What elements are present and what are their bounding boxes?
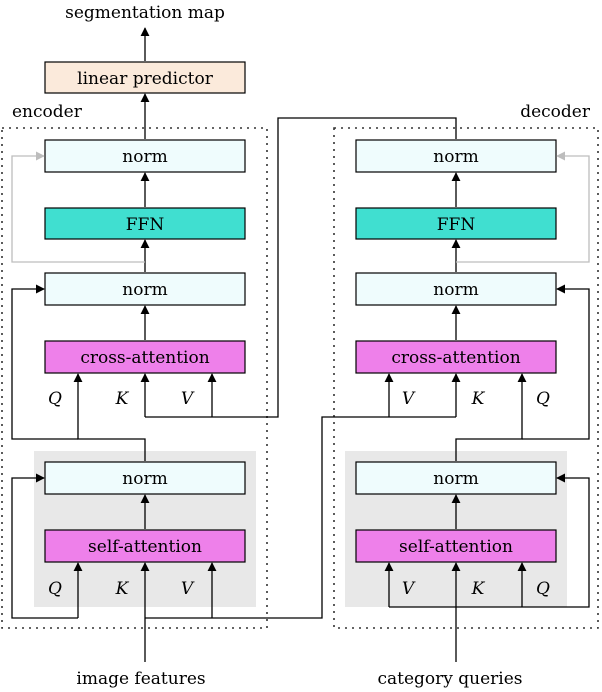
- encoder-self-v-label: V: [181, 579, 195, 599]
- encoder-self-q-label: Q: [48, 579, 62, 599]
- decoder-norm-top-box: [355, 139, 557, 173]
- encoder-cross-attention-label: cross-attention: [80, 348, 209, 368]
- decoder-self-attention-box: [355, 529, 557, 563]
- encoder-block: encoder norm FFN norm cross-attention no…: [1, 102, 268, 689]
- decoder-cross-attention-label: cross-attention: [391, 348, 520, 368]
- encoder-norm-bottom-label: norm: [122, 469, 167, 489]
- decoder-to-encoder-kv-wire: [145, 117, 457, 418]
- decoder-self-q-label: Q: [536, 579, 550, 599]
- decoder-cross-residual: [522, 284, 590, 440]
- encoder-dotted-frame: [1, 127, 268, 629]
- encoder-self-attention-box: [44, 529, 246, 563]
- decoder-ffn-box: [355, 207, 557, 240]
- encoder-cross-k-label: K: [115, 389, 130, 409]
- encoder-self-residual: [11, 473, 78, 619]
- encoder-norm-bottom-box: [44, 461, 246, 495]
- encoder-label: encoder: [12, 102, 83, 122]
- decoder-input-label: category queries: [377, 669, 522, 689]
- decoder-block: decoder norm FFN norm cross-attention no…: [333, 102, 599, 689]
- linear-predictor-label: linear predictor: [77, 69, 214, 89]
- encoder-self-k-label: K: [115, 579, 130, 599]
- decoder-cross-q-arrow: [455, 373, 527, 461]
- encoder-cross-attention-box: [44, 340, 246, 374]
- encoder-self-attention-label: self-attention: [88, 537, 202, 557]
- encoder-cross-residual: [11, 284, 78, 440]
- encoder-ffn-box: [44, 207, 246, 240]
- decoder-norm-top-label: norm: [433, 147, 478, 167]
- decoder-cross-k-label: K: [471, 389, 486, 409]
- encoder-cross-v-label: V: [181, 389, 195, 409]
- decoder-ffn-label: FFN: [437, 215, 476, 235]
- decoder-self-attention-label: self-attention: [399, 537, 513, 557]
- decoder-dotted-frame: [333, 127, 599, 629]
- decoder-self-k-label: K: [471, 579, 486, 599]
- output-label: segmentation map: [65, 3, 225, 23]
- encoder-cross-q-label: Q: [48, 389, 62, 409]
- decoder-cross-q-label: Q: [536, 389, 550, 409]
- encoder-norm-mid-label: norm: [122, 280, 167, 300]
- decoder-norm-mid-label: norm: [433, 280, 478, 300]
- encoder-to-decoder-kv-wire: [145, 416, 456, 619]
- encoder-cross-q-arrow: [73, 373, 146, 461]
- decoder-norm-mid-box: [355, 272, 557, 306]
- encoder-input-label: image features: [76, 669, 205, 689]
- linear-predictor-box: [44, 61, 246, 94]
- decoder-norm-bottom-label: norm: [433, 469, 478, 489]
- encoder-norm-top-label: norm: [122, 147, 167, 167]
- decoder-self-residual: [389, 473, 590, 608]
- decoder-cross-v-label: V: [402, 389, 416, 409]
- encoder-norm-top-box: [44, 139, 246, 173]
- decoder-self-v-label: V: [402, 579, 416, 599]
- decoder-cross-attention-box: [355, 340, 557, 374]
- decoder-norm-bottom-box: [355, 461, 557, 495]
- decoder-label: decoder: [520, 102, 591, 122]
- encoder-ffn-label: FFN: [126, 215, 165, 235]
- decoder-ffn-residual: [456, 151, 590, 263]
- encoder-ffn-residual: [11, 151, 145, 263]
- encoder-norm-mid-box: [44, 272, 246, 306]
